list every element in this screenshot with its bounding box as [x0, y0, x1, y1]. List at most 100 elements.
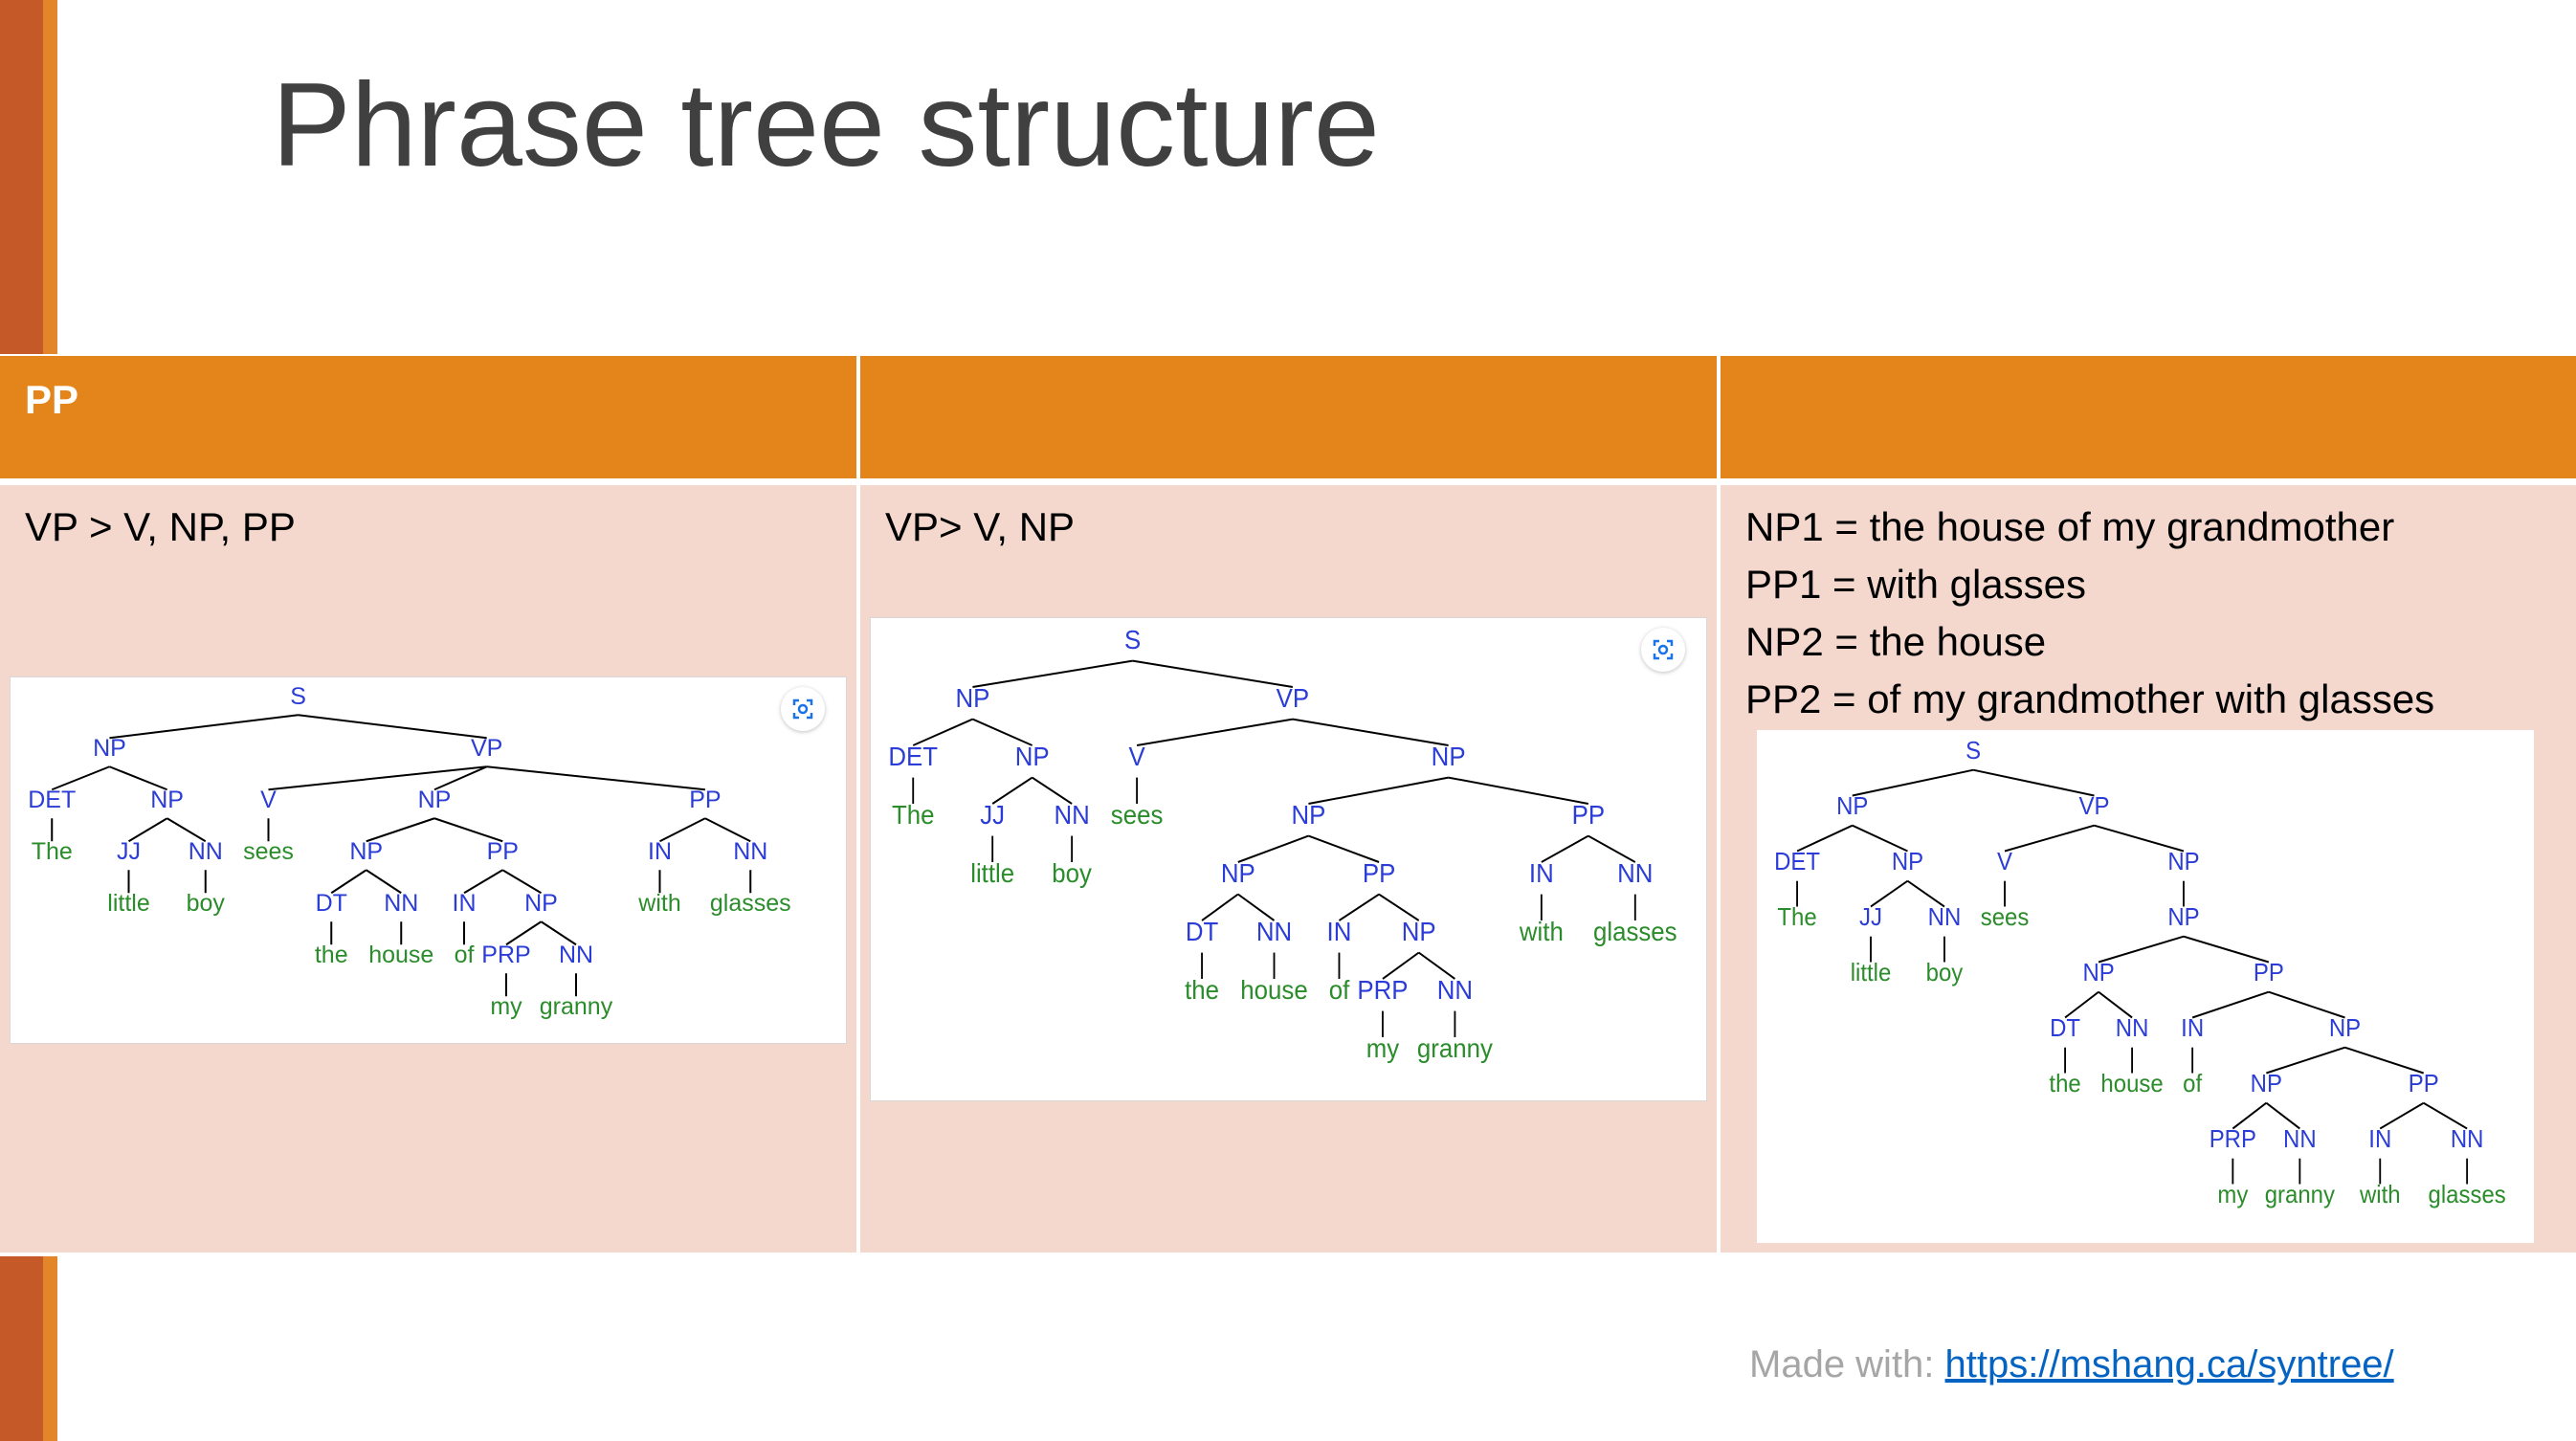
tree-node-label: VP — [2079, 792, 2110, 820]
tree-node-label: NP — [2329, 1014, 2361, 1042]
tree-branch — [433, 817, 503, 843]
tree-group: SNPDETTheNPJJlittleNNboyVPVseesNPNPDTthe… — [28, 683, 790, 1020]
visual-search-button[interactable] — [1641, 628, 1685, 672]
tree-branch — [2004, 824, 2095, 853]
tree-node-label: NP — [2167, 903, 2199, 931]
tree-leaf-word: little — [970, 858, 1014, 888]
tree-leaf-word: boy — [1926, 959, 1964, 987]
syntax-tree-1: SNPDETTheNPJJlittleNNboyVPVseesNPNPDTthe… — [28, 683, 790, 1020]
tree-leaf-word: the — [1185, 975, 1219, 1005]
tree-node-label: NP — [2167, 848, 2199, 876]
tree-node-label: V — [1128, 742, 1144, 771]
tree-node-label: NN — [1054, 800, 1089, 830]
tree-node-label: NP — [1221, 858, 1255, 888]
tree-branch — [2064, 990, 2099, 1019]
tree-branch — [1870, 879, 1908, 908]
tree-leaf-word: The — [892, 800, 935, 830]
tree-branch — [1588, 834, 1636, 863]
tree-node-label: NP — [418, 787, 452, 813]
accent-bar-bottom — [0, 1256, 57, 1441]
tree-branch — [2268, 990, 2345, 1019]
tree-node-label: NN — [1928, 903, 1962, 931]
tree-node-label: NN — [1256, 917, 1292, 946]
tree-branch — [2098, 990, 2133, 1019]
tree-node-label: VP — [471, 735, 502, 762]
tree-node-label: DET — [1774, 848, 1820, 876]
tree-leaf-word: glasses — [2429, 1181, 2506, 1208]
tree-leaf-word: with — [1519, 917, 1564, 946]
tree-node-label: NP — [1015, 742, 1050, 771]
made-with-label: Made with: — [1749, 1343, 1935, 1386]
tree-leaf-word: my — [2217, 1181, 2248, 1208]
tree-branch — [1201, 893, 1239, 921]
tree-leaf-word: granny — [2265, 1181, 2336, 1208]
tree-branch — [2232, 1101, 2267, 1130]
visual-search-button[interactable] — [781, 687, 825, 731]
tree-leaf-word: my — [490, 993, 522, 1020]
tree-branch — [1032, 776, 1073, 805]
tree-node-label: PP — [689, 787, 721, 813]
tree-leaf-word: boy — [187, 890, 226, 917]
tree-node-label: JJ — [1859, 903, 1882, 931]
tree-node-label: DET — [28, 787, 76, 813]
tree-node-label: NN — [1437, 975, 1473, 1005]
tree-node-label: DT — [2050, 1014, 2080, 1042]
tree-branch — [127, 817, 168, 843]
tree-branch — [2265, 1101, 2300, 1130]
tree-branch — [1308, 834, 1380, 863]
tree-leaf-word: my — [1366, 1033, 1400, 1063]
accent-bar-light — [43, 1256, 57, 1441]
tree-branch — [1308, 776, 1449, 805]
tree-leaf-word: The — [32, 838, 73, 865]
tree-branch — [540, 920, 577, 946]
tree-branch — [1906, 879, 1945, 908]
scan-icon — [792, 698, 813, 720]
tree-branch — [972, 659, 1133, 688]
tree-leaf-word: of — [455, 942, 475, 968]
tree-node-label: S — [290, 683, 306, 710]
tree-branch — [366, 817, 435, 843]
tree-leaf-word: The — [1777, 903, 1816, 931]
tree-node-label: PP — [487, 838, 519, 865]
syntax-tree-3: SNPDETTheNPJJlittleNNboyVPVseesNPNPNPDTt… — [1774, 737, 2506, 1208]
tree-leaf-word: with — [2359, 1181, 2401, 1208]
tree-branch — [366, 869, 402, 895]
tree-leaf-word: sees — [1111, 800, 1164, 830]
tree-node-label: NP — [1432, 742, 1466, 771]
tree-leaf-word: house — [1240, 975, 1307, 1005]
tree-node-label: IN — [648, 838, 672, 865]
tree-leaf-word: little — [1851, 959, 1892, 987]
tree-node-label: NP — [1836, 792, 1868, 820]
tree-leaf-word: house — [2100, 1070, 2163, 1097]
tree-branch — [1292, 718, 1449, 746]
tree-node-label: NP — [349, 838, 383, 865]
tree-leaf-word: the — [315, 942, 348, 968]
tree-node-label: NP — [1402, 917, 1436, 946]
tree-node-label: V — [1997, 848, 2012, 876]
tree-node-label: NP — [955, 683, 989, 713]
cell-rule-text: VP > V, NP, PP — [25, 504, 296, 549]
tree-node-label: PRP — [2210, 1125, 2256, 1153]
tree-leaf-word: with — [637, 890, 680, 917]
tree-branch — [2379, 1101, 2425, 1130]
tree-branch — [463, 869, 503, 895]
tree-leaf-word: granny — [540, 993, 613, 1020]
tree-node-label: NN — [189, 838, 223, 865]
tree-node-label: V — [260, 787, 277, 813]
tree-node-label: DT — [316, 890, 347, 917]
syntree-link[interactable]: https://mshang.ca/syntree/ — [1944, 1343, 2394, 1386]
tree-branch — [1541, 834, 1589, 863]
tree-branch — [1418, 951, 1455, 980]
cell-rule-text: VP> V, NP — [885, 504, 1076, 549]
tree-leaf-word: house — [368, 942, 433, 968]
tree-node-label: NP — [93, 735, 126, 762]
tree-branch — [2344, 1046, 2424, 1075]
tree-node-label: NP — [1892, 848, 1923, 876]
cell-line-2: PP1 = with glasses — [1745, 562, 2087, 607]
tree-leaf-word: of — [2183, 1070, 2202, 1097]
tree-branch — [1136, 718, 1294, 746]
